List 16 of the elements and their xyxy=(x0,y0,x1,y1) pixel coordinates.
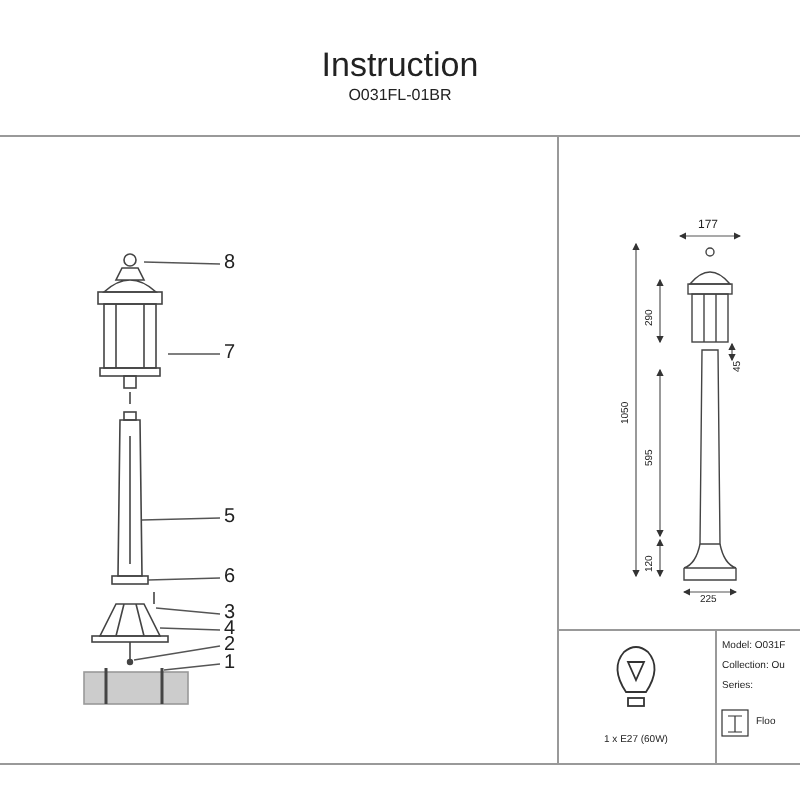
callout-number: 7 xyxy=(224,344,236,364)
leader-line xyxy=(155,607,221,615)
leader-line xyxy=(147,577,221,581)
leader-line xyxy=(143,261,221,265)
leader-line xyxy=(133,645,221,661)
model-code: O031FL-01BR xyxy=(348,88,452,104)
callout-number: 2 xyxy=(224,636,236,656)
callout-number: 5 xyxy=(224,508,236,528)
leader-line xyxy=(167,353,221,355)
callout-number: 1 xyxy=(224,654,236,674)
title: Instruction xyxy=(321,48,479,82)
leader-line xyxy=(159,627,221,631)
callout-number: 8 xyxy=(224,254,236,274)
callout-number: 6 xyxy=(224,568,236,588)
leader-line xyxy=(141,517,221,521)
leader-line xyxy=(163,663,221,671)
